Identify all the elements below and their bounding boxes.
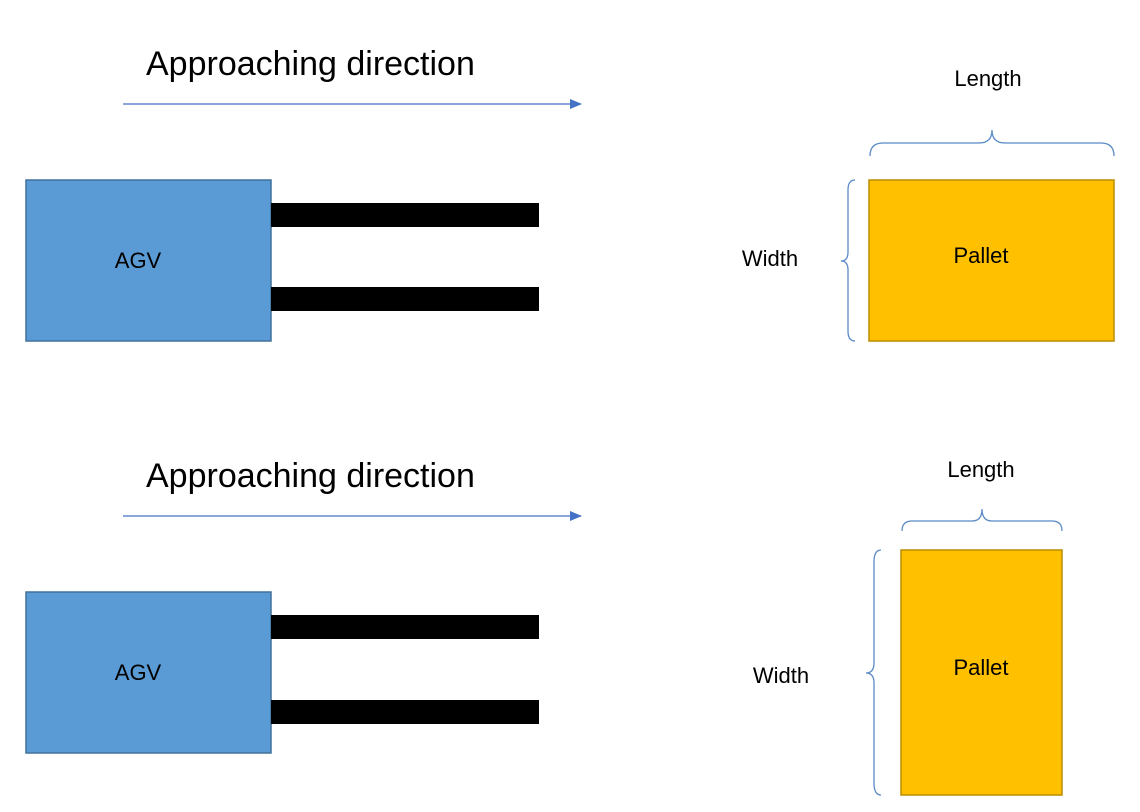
agv-fork-lower [271,700,539,724]
length-brace [869,129,1115,157]
pallet-label: Pallet [953,243,1008,268]
agv-fork-upper [271,203,539,227]
width-label: Width [742,246,798,271]
approaching-direction-label: Approaching direction [146,45,475,83]
length-label: Length [954,66,1021,91]
agv-fork-upper [271,615,539,639]
width-label: Width [753,663,809,688]
agv-fork-lower [271,287,539,311]
pallet-body [868,179,1115,342]
width-brace [865,549,882,796]
width-brace [840,179,856,342]
length-brace [901,508,1063,532]
length-label: Length [947,457,1014,482]
agv-label: AGV [115,660,162,685]
agv-body [25,591,272,754]
pallet-body [900,549,1063,796]
scenario-1: Approaching direction AGV Length Width P… [25,45,1115,342]
pallet-label: Pallet [953,655,1008,680]
scenario-2: Approaching direction AGV Length Width P… [25,457,1063,796]
agv-label: AGV [115,248,162,273]
agv-body [25,179,272,342]
approaching-direction-label: Approaching direction [146,457,475,495]
